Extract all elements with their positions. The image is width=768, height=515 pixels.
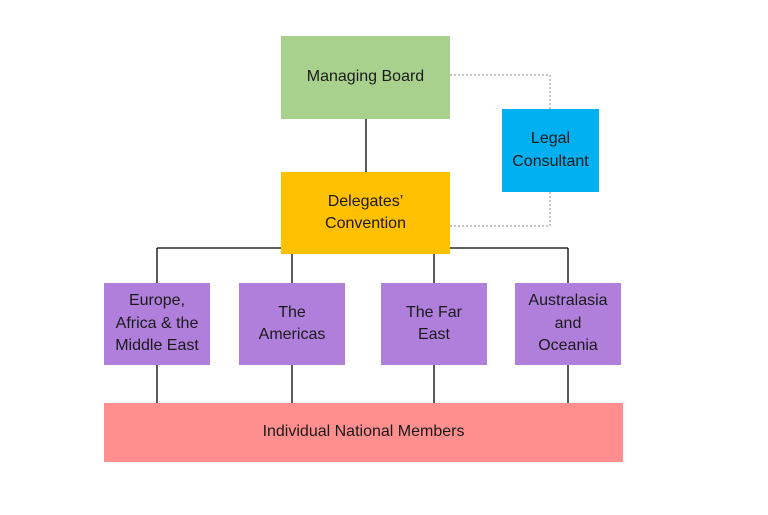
legal-consultant-node: Legal Consultant (502, 109, 599, 192)
edge-convention-legal (450, 192, 551, 227)
region-node-europe-africa-middle-east: Europe, Africa & the Middle East (104, 283, 210, 365)
region-node-australasia-oceania: Australasia and Oceania (515, 283, 621, 365)
individual-national-members-node: Individual National Members (104, 403, 623, 462)
edge-board-legal (450, 74, 551, 109)
region-node-americas: The Americas (239, 283, 345, 365)
region-node-far-east: The Far East (381, 283, 487, 365)
managing-board-node: Managing Board (281, 36, 450, 119)
delegates-convention-node: Delegates’ Convention (281, 172, 450, 254)
